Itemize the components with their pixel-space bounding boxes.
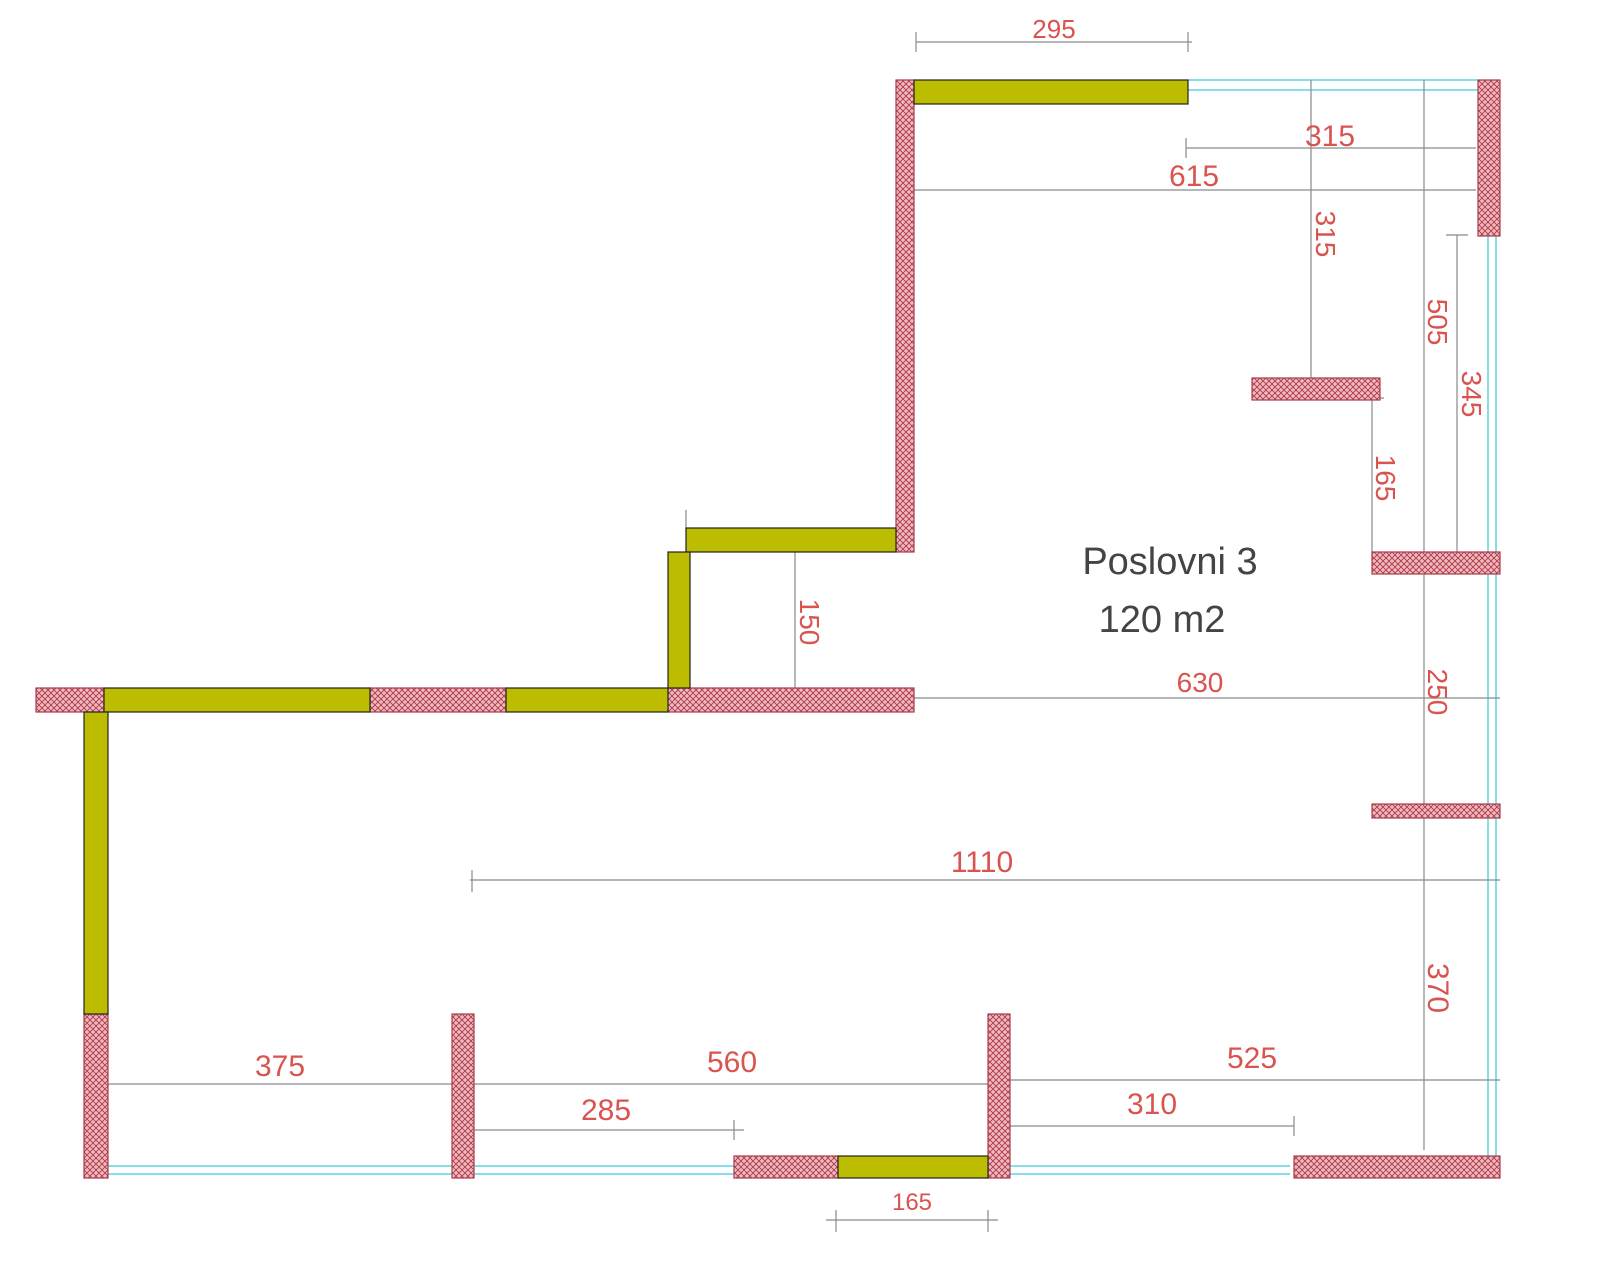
dim-315-horizontal: 315 [1305,120,1355,153]
dim-315-vertical: 315 [1310,211,1341,258]
partition-walls [83,79,1189,1179]
dim-250: 250 [1422,669,1453,716]
dim-345: 345 [1456,371,1487,418]
wall-south-pier-2 [987,1013,1011,1179]
dim-615: 615 [1169,160,1219,193]
dim-165-door: 165 [892,1189,932,1216]
wall-south-pier-1 [451,1013,475,1179]
wall-north-east-pier [1477,79,1501,237]
dim-370: 370 [1421,963,1454,1013]
room-name: Poslovni 3 [1082,541,1257,583]
partition-south-door [837,1155,989,1179]
dimension-lines [104,32,1500,1232]
window-lines [108,79,1497,1175]
wall-mid-hatch-1 [369,687,507,713]
partition-mid-2 [505,687,669,713]
dim-150: 150 [794,599,825,646]
dim-165-vertical: 165 [1370,455,1401,502]
wall-east-mid-pier [1371,803,1501,819]
dim-1110: 1110 [951,846,1013,879]
dim-295: 295 [1032,14,1075,44]
dim-630: 630 [1177,667,1224,698]
wall-north-left-post [895,79,915,553]
wall-east-lower-pier [1371,551,1501,575]
dim-525: 525 [1227,1042,1277,1075]
wall-south-east-corner [1293,1155,1501,1179]
wall-mid-hatch-2 [667,687,915,713]
wall-inner-stub-upper [1251,377,1381,401]
room-area: 120 m2 [1099,599,1226,641]
masonry-walls [35,79,1501,1179]
partition-north [913,79,1189,105]
dim-505: 505 [1422,299,1453,346]
partition-west [83,711,109,1015]
wall-south-door-jamb [733,1155,839,1179]
dim-560: 560 [707,1046,757,1079]
partition-mid-1 [103,687,371,713]
dim-285: 285 [581,1094,631,1127]
dim-375: 375 [255,1050,305,1083]
partition-step-vertical [667,551,691,689]
wall-south-west-pier [83,1013,109,1179]
wall-west-stub [35,687,105,713]
partition-step-horizontal [685,527,897,553]
dim-310: 310 [1127,1088,1177,1121]
dimension-labels: 295 315 615 315 505 345 165 150 630 250 … [255,14,1487,1216]
